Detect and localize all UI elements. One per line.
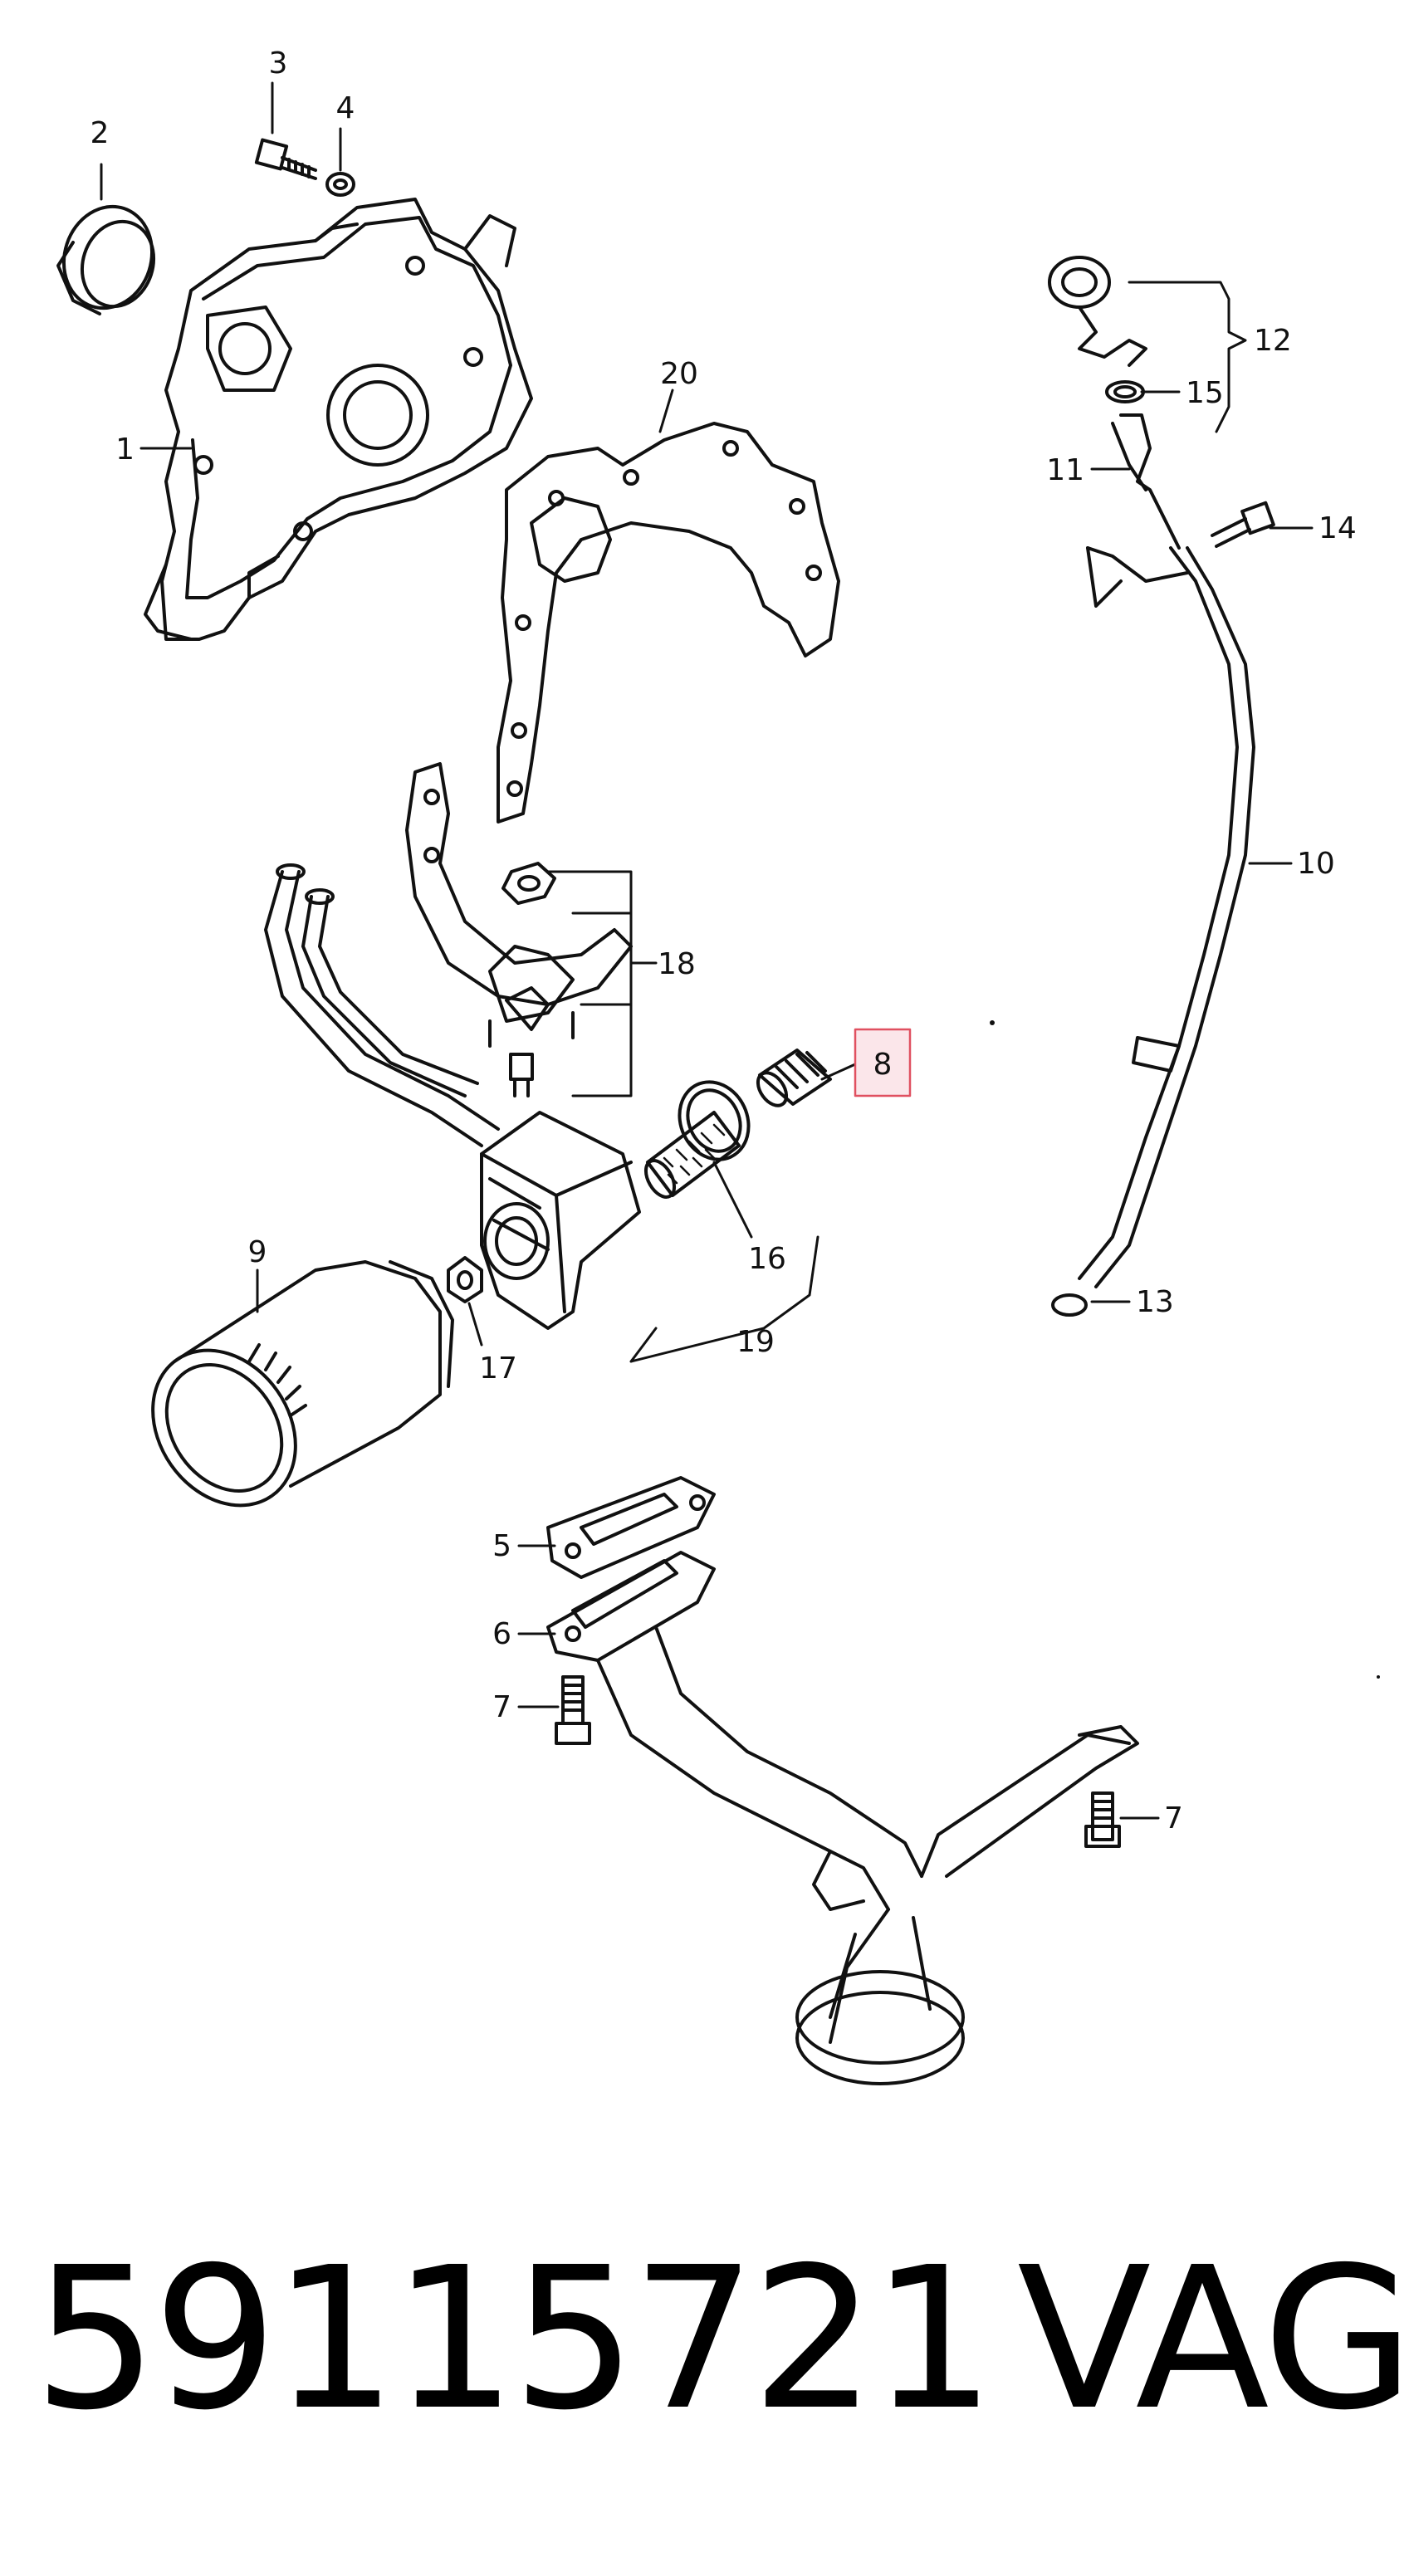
callout-9: 9 — [248, 1235, 267, 1269]
gasket-20 — [497, 422, 840, 824]
dipstick-guide-11 — [1111, 413, 1181, 550]
gasket-5 — [546, 1476, 716, 1579]
callout-10: 10 — [1297, 847, 1335, 881]
callout-7a: 7 — [492, 1690, 511, 1724]
callout-8: 8 — [873, 1048, 893, 1082]
washer-4 — [325, 172, 355, 197]
oil-filter-9 — [151, 1260, 454, 1508]
bolt-3 — [254, 138, 317, 180]
bolt-7a — [555, 1675, 591, 1745]
callout-12: 12 — [1254, 324, 1292, 358]
bolt-7b — [1084, 1791, 1121, 1848]
callout-4: 4 — [336, 91, 355, 125]
pickup-flange-6 — [546, 1551, 716, 1662]
callout-7b: 7 — [1164, 1801, 1183, 1835]
callout-14: 14 — [1318, 511, 1357, 545]
spring-8 — [756, 1048, 832, 1107]
highlight-box-8 — [854, 1028, 912, 1097]
callout-15: 15 — [1186, 376, 1224, 410]
callout-11: 11 — [1046, 453, 1084, 487]
callout-5: 5 — [492, 1529, 511, 1563]
bolt-14 — [1211, 501, 1275, 548]
callout-2: 2 — [91, 116, 110, 150]
strainer-16-insert — [643, 1111, 741, 1199]
oil-cooler-19 — [480, 1111, 641, 1330]
seal-ring — [56, 204, 156, 315]
callout-13: 13 — [1136, 1285, 1174, 1319]
callout-20: 20 — [660, 357, 698, 391]
callout-6: 6 — [492, 1617, 511, 1651]
speck — [990, 1020, 995, 1025]
o-ring-13 — [1051, 1293, 1088, 1317]
callout-19: 19 — [736, 1325, 775, 1359]
callout-17: 17 — [479, 1352, 517, 1386]
callout-18: 18 — [658, 947, 696, 981]
leader-lines — [100, 81, 1314, 1820]
dipstick-handle-12 — [1048, 256, 1147, 367]
pickup-screen — [795, 1916, 965, 2085]
oil-pipes — [264, 863, 500, 1147]
callout-16: 16 — [748, 1242, 786, 1276]
callout-1: 1 — [115, 433, 135, 467]
part-number: 59115721 — [33, 2225, 996, 2453]
o-ring-15 — [1105, 380, 1145, 403]
bracket-18 — [405, 762, 633, 1097]
brand-name: VAG — [1017, 2225, 1409, 2453]
nut-17 — [447, 1256, 483, 1303]
callout-3: 3 — [269, 46, 288, 81]
oil-pump-housing — [144, 198, 533, 641]
seal-16 — [678, 1080, 751, 1161]
speck — [1377, 1675, 1380, 1679]
callout-labels: 2 3 4 1 20 18 8 16 19 9 17 12 15 11 14 1… — [91, 46, 1357, 1835]
dipstick-tube-10 — [1078, 546, 1255, 1288]
pickup-pipe — [596, 1625, 1139, 2044]
